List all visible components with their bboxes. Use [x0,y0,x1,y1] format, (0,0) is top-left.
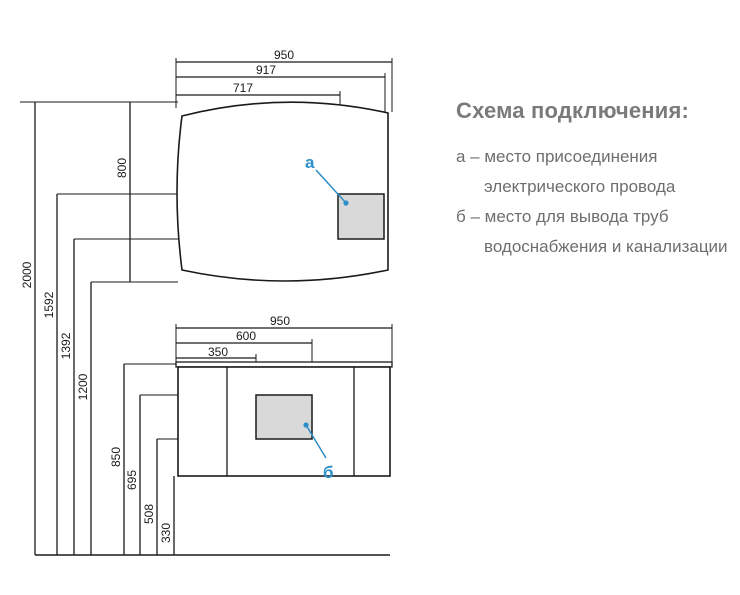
height-label-1392: 1392 [59,332,73,359]
legend-title: Схема подключения: [456,98,690,123]
legend-item-b-line1: б – место для вывода труб [456,207,669,226]
marker-b-leader [305,424,327,459]
mirror-width-717: 717 [233,81,253,95]
mirror-width-950: 950 [274,48,294,62]
mirror-outline [176,101,389,282]
height-label-330: 330 [159,523,173,543]
height-label-1592: 1592 [42,291,56,318]
legend-item-a-line2: электрического провода [484,177,676,196]
marker-b-label: б [323,463,334,482]
cabinet-width-350: 350 [208,345,228,359]
height-label-1200: 1200 [76,373,90,400]
cabinet-width-600: 600 [236,329,256,343]
plumbing-outlet-box [255,394,313,440]
height-label-2000: 2000 [20,261,34,288]
cabinet-width-950: 950 [270,314,290,328]
height-label-695: 695 [125,470,139,490]
mirror-width-917: 917 [256,63,276,77]
height-label-508: 508 [142,504,156,524]
connection-legend: Схема подключения: а – место присоединен… [456,98,740,262]
marker-a-dot [343,200,349,206]
height-label-850: 850 [109,447,123,467]
legend-item-b-line2: водоснабжения и канализации [484,237,728,256]
mirror-height-800: 800 [115,158,129,178]
marker-a-leader [315,169,347,204]
marker-a-label: а [305,153,315,172]
legend-item-a-line1: а – место присоединения [456,147,658,166]
